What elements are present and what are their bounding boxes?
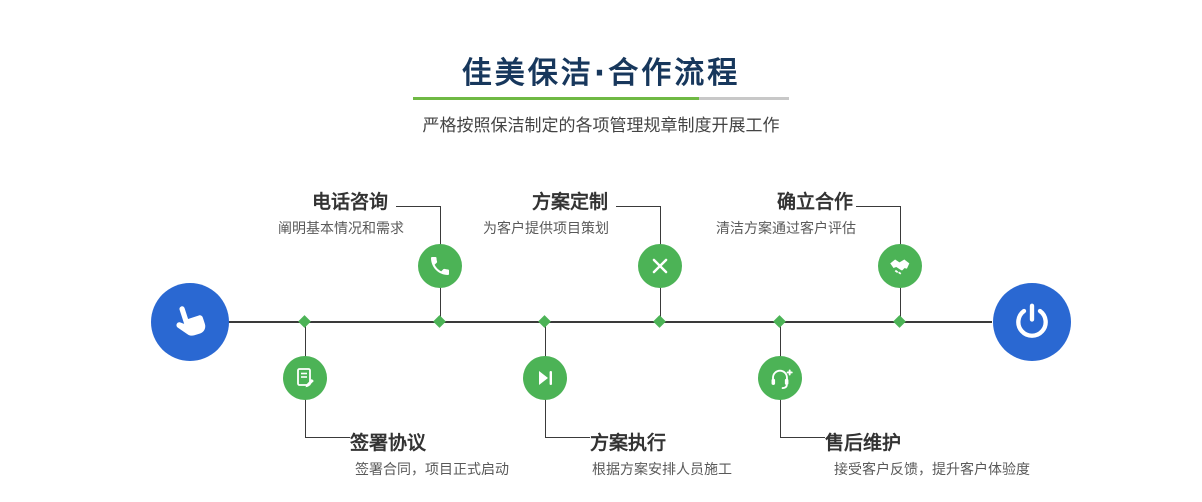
step-node-phone bbox=[418, 244, 462, 288]
timeline-end-node bbox=[993, 283, 1071, 361]
divider-gray-segment bbox=[698, 97, 789, 100]
step-desc-contract: 签署合同，项目正式启动 bbox=[355, 462, 509, 478]
step-node-support bbox=[758, 356, 802, 400]
step-desc-cooperation: 清洁方案通过客户评估 bbox=[716, 221, 856, 237]
step-desc-execution: 根据方案安排人员施工 bbox=[592, 462, 732, 478]
pointing-hand-icon bbox=[169, 301, 211, 343]
page-subtitle: 严格按照保洁制定的各项管理规章制度开展工作 bbox=[422, 116, 780, 136]
step-node-cooperation bbox=[878, 244, 922, 288]
step-title-phone: 电话咨询 bbox=[311, 191, 389, 213]
step-title-cooperation: 确立合作 bbox=[776, 191, 854, 213]
headset-support-icon bbox=[768, 366, 793, 391]
step-title-execution: 方案执行 bbox=[589, 432, 667, 454]
step-desc-phone: 阐明基本情况和需求 bbox=[278, 221, 404, 237]
divider-green-segment bbox=[413, 97, 699, 100]
handshake-icon bbox=[887, 253, 913, 279]
title-divider bbox=[413, 97, 789, 100]
step-title-support: 售后维护 bbox=[824, 432, 902, 454]
step-node-execution bbox=[523, 356, 567, 400]
power-icon bbox=[1012, 302, 1052, 342]
phone-icon bbox=[428, 254, 452, 278]
step-node-contract bbox=[283, 356, 327, 400]
step-title-contract: 签署协议 bbox=[349, 432, 427, 454]
step-node-design bbox=[638, 244, 682, 288]
play-execute-icon bbox=[533, 366, 557, 390]
contract-sign-icon bbox=[293, 366, 317, 390]
step-desc-support: 接受客户反馈，提升客户体验度 bbox=[834, 462, 1030, 478]
step-desc-design: 为客户提供项目策划 bbox=[483, 221, 609, 237]
page-title: 佳美保洁·合作流程 bbox=[461, 56, 741, 91]
step-title-design: 方案定制 bbox=[531, 191, 609, 213]
timeline-line bbox=[228, 321, 992, 323]
design-tools-icon bbox=[648, 254, 672, 278]
timeline-start-node bbox=[151, 283, 229, 361]
